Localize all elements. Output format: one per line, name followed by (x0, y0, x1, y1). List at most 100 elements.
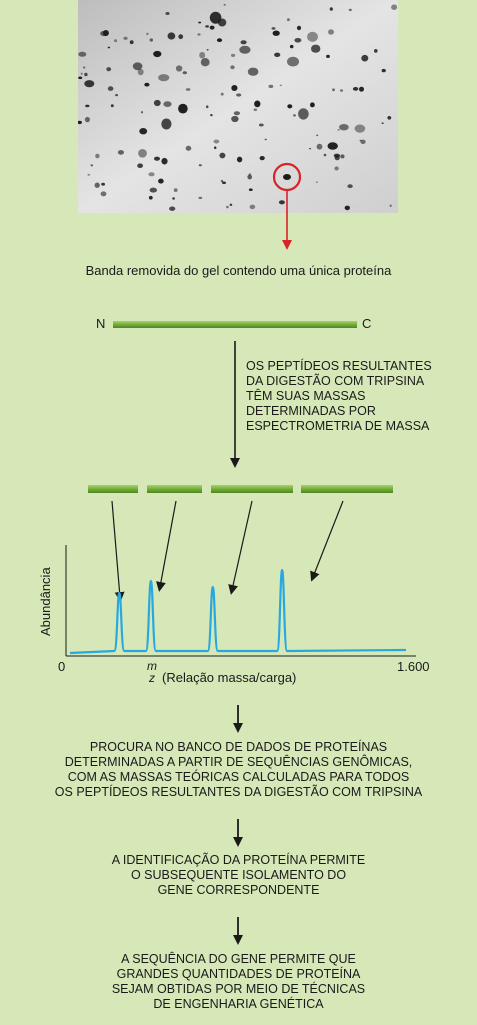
gel-spot (332, 88, 335, 92)
gel-spot (381, 122, 384, 124)
gel-spot (230, 65, 235, 70)
step-line: GRANDES QUANTIDADES DE PROTEÍNA (116, 967, 361, 981)
gel-spot (272, 30, 280, 36)
gel-spot (387, 116, 392, 120)
gel-spot (310, 102, 315, 108)
gel-spot (214, 146, 217, 149)
gel-spot (169, 206, 176, 211)
gel-spot (337, 129, 340, 131)
gel-spot (178, 103, 188, 114)
gel-spot (167, 32, 176, 40)
gel-spot (254, 100, 261, 108)
gel-spot (85, 104, 90, 108)
gel-spot (339, 124, 349, 131)
gel-spot (289, 44, 294, 49)
gel-spot (114, 39, 118, 43)
gel-spot (148, 195, 153, 200)
gel-spot (361, 54, 369, 62)
gel-spot (247, 67, 259, 76)
gel-spot (334, 166, 339, 171)
gel-spot (216, 38, 223, 43)
gel-spot (236, 156, 243, 163)
gel-spot (185, 145, 192, 151)
gel-spot (206, 49, 209, 51)
gel-spot (287, 56, 299, 67)
step-line: OS PEPTÍDEOS RESULTANTES DA DIGESTÃO COM… (54, 785, 423, 799)
digestion-note-line: DA DIGESTÃO COM TRIPSINA (246, 374, 425, 388)
spectrum-chart (65, 545, 416, 657)
gel-spot (149, 38, 153, 42)
gel-spot (200, 58, 210, 67)
gel-spot (165, 12, 170, 15)
gel-spot (172, 197, 175, 200)
gel-spot (326, 54, 330, 59)
step-line: PROCURA NO BANCO DE DADOS DE PROTEÍNAS (89, 740, 388, 754)
c-terminus-label: C (362, 316, 372, 331)
digestion-note: OS PEPTÍDEOS RESULTANTES DA DIGESTÃO COM… (246, 359, 432, 434)
gel-spot (381, 68, 386, 73)
step-line: O SUBSEQUENTE ISOLAMENTO DO (130, 868, 347, 882)
gel-spot (294, 38, 302, 43)
step-line: A SEQUÊNCIA DO GENE PERMITE QUE (121, 952, 356, 966)
gel-spot (347, 184, 353, 189)
gel-spot (209, 25, 215, 30)
protein-bar (113, 321, 357, 328)
gel-spot (84, 116, 90, 123)
gel-spot (205, 105, 209, 109)
gel-caption: Banda removida do gel contendo uma única… (85, 263, 392, 278)
gel-spot (287, 104, 293, 109)
gel-spot (78, 76, 83, 80)
gel-spot (100, 30, 109, 37)
gel-spot (359, 86, 364, 92)
mz-numerator: m (147, 659, 157, 673)
peptide-bar-4 (301, 485, 393, 493)
peptide-peak-arrow-2 (155, 500, 177, 592)
gel-spot (236, 93, 242, 97)
peptide-bar-1 (88, 485, 138, 493)
gel-spot (316, 143, 323, 150)
gel-spot (137, 163, 143, 168)
gel-spot (115, 94, 118, 97)
gel-spot (274, 52, 281, 57)
gel-spot (148, 172, 155, 177)
gel-spot (359, 139, 362, 142)
gel-spot (339, 89, 344, 92)
gel-spot (329, 7, 333, 11)
step-protein-identification: A IDENTIFICAÇÃO DA PROTEÍNA PERMITE O SU… (0, 853, 477, 898)
gel-spot (309, 148, 312, 150)
gel-spot (185, 88, 191, 91)
gel-spot (271, 27, 276, 30)
gel-spot (286, 18, 290, 22)
peptide-bar-2 (147, 485, 202, 493)
gel-spot (391, 4, 398, 10)
gel-spot (107, 46, 111, 49)
gel-spot (247, 174, 252, 180)
gel-spot (220, 179, 224, 183)
gel-spot (175, 65, 183, 72)
gel-spot (182, 71, 187, 75)
gel-spot (268, 84, 274, 88)
peptide-peak-arrow-4 (310, 500, 344, 582)
n-terminus-label: N (96, 316, 106, 331)
x-max-label: 1.600 (397, 659, 430, 674)
gel-spot (153, 50, 162, 58)
gel-spot (107, 86, 114, 91)
gel-spot (158, 178, 164, 184)
digestion-note-line: ESPECTROMETRIA DE MASSA (246, 419, 430, 433)
gel-spot (248, 188, 253, 191)
gel-spot (344, 205, 350, 211)
gel-spot (348, 8, 352, 12)
gel-spot (253, 108, 258, 111)
gel-spot (233, 111, 240, 116)
gel-spot (210, 114, 213, 117)
gel-spot (240, 40, 247, 45)
gel-spot (352, 87, 359, 91)
gel-spot (178, 34, 184, 40)
gel-spot (138, 149, 147, 158)
gel-spot (315, 181, 318, 183)
gel-spot (213, 139, 220, 144)
peptide-bar-3 (211, 485, 293, 493)
gel-spot (340, 154, 345, 159)
gel-spot (220, 92, 224, 96)
gel-spot (154, 156, 160, 161)
